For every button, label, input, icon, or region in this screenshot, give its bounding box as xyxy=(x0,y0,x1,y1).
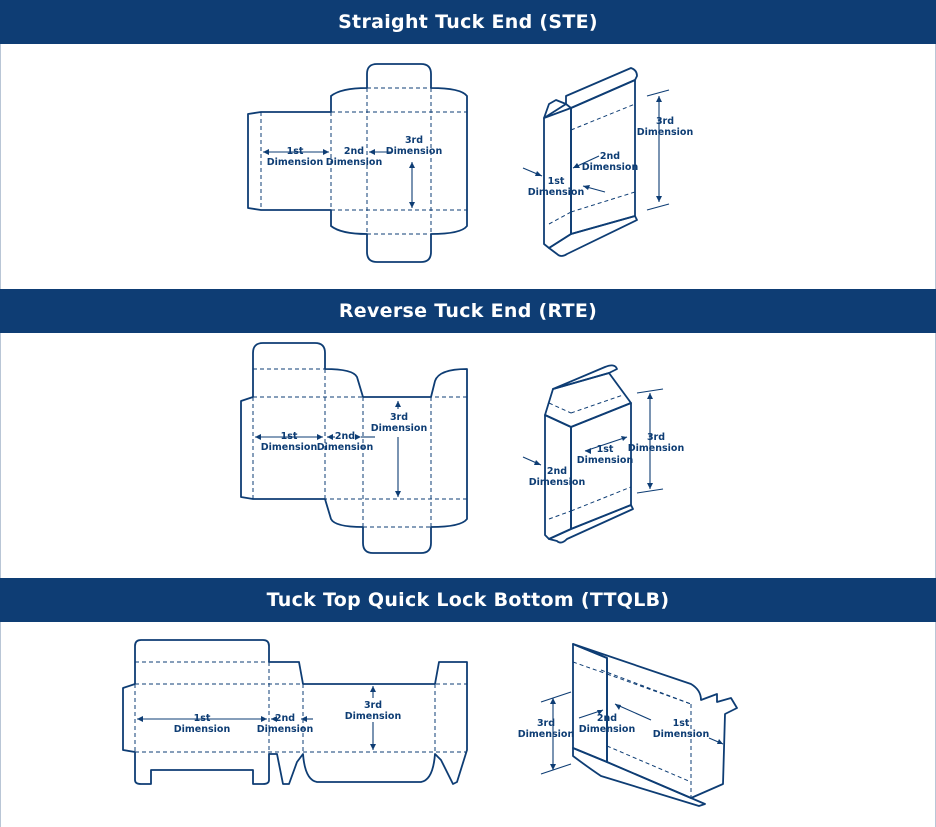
ste-flat-dieline xyxy=(247,63,468,263)
ste-box-3d xyxy=(522,67,670,257)
section-title-ste: Straight Tuck End (STE) xyxy=(338,11,598,33)
ttqlb-box-3d xyxy=(540,643,738,807)
section-banner-rte: Reverse Tuck End (RTE) xyxy=(0,289,936,333)
section-title-ttqlb: Tuck Top Quick Lock Bottom (TTQLB) xyxy=(266,589,670,611)
rte-flat-dieline xyxy=(240,342,468,554)
section-banner-ste: Straight Tuck End (STE) xyxy=(0,0,936,44)
section-banner-ttqlb: Tuck Top Quick Lock Bottom (TTQLB) xyxy=(0,578,936,622)
section-title-rte: Reverse Tuck End (RTE) xyxy=(338,300,598,322)
rte-box-3d xyxy=(522,364,664,544)
ttqlb-flat-dieline xyxy=(122,639,468,785)
